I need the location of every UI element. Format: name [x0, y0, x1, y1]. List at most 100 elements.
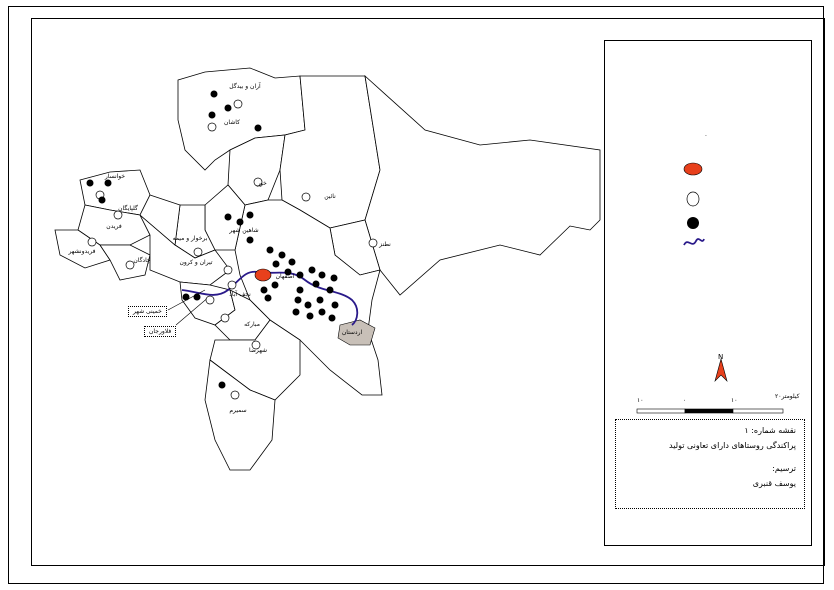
county-tiran	[139, 194, 181, 246]
village-marker	[210, 90, 218, 98]
drawn-by-label: ترسیم:	[772, 464, 796, 473]
village-marker	[86, 179, 94, 187]
village-marker	[104, 179, 112, 187]
legend-title: .	[705, 131, 707, 138]
county-center-marker	[251, 340, 261, 350]
village-marker	[224, 104, 232, 112]
county-center-marker	[253, 177, 263, 187]
village-marker	[246, 236, 254, 244]
county-center-marker	[220, 313, 230, 323]
village-marker	[208, 111, 216, 119]
village-marker	[193, 293, 201, 301]
scale-bar	[636, 408, 784, 414]
place-label: فریدن	[106, 223, 122, 230]
county-center-marker	[368, 238, 378, 248]
drawn-by-name: یوسف قنبری	[752, 479, 796, 488]
place-label: سمیرم	[229, 407, 246, 414]
legend-open-circle	[686, 191, 700, 207]
place-label: خوانسار	[104, 173, 126, 180]
scale-unit-label: کیلومتر۲۰	[775, 393, 800, 400]
village-marker	[254, 124, 262, 132]
village-marker	[318, 271, 326, 279]
county-center-marker	[125, 260, 135, 270]
village-marker	[312, 280, 320, 288]
village-marker	[224, 213, 232, 221]
county-center-marker	[207, 122, 217, 132]
village-marker	[218, 381, 226, 389]
north-arrow-icon	[714, 357, 728, 383]
legend-symbols	[683, 162, 705, 246]
county-center-marker	[301, 192, 311, 202]
village-marker	[264, 294, 272, 302]
gavkhouni-wetland	[337, 319, 376, 346]
map-info-box: نقشه شماره: ۱ پراکندگی روستاهای دارای تع…	[615, 419, 805, 509]
county-center-marker	[230, 390, 240, 400]
callout-label: خمینی شهر	[128, 306, 167, 317]
place-label: تیران و کرون	[179, 259, 212, 266]
county-center-marker	[87, 237, 97, 247]
place-label: آران و بیدگل	[229, 81, 261, 90]
county-center-marker	[227, 280, 237, 290]
place-label: گلپایگان	[118, 204, 138, 212]
north-label: N	[718, 353, 724, 361]
place-label: نجف آباد	[229, 289, 251, 298]
place-label: فریدونشهر	[68, 248, 96, 255]
place-label: شاهین شهر	[228, 227, 258, 234]
village-marker	[260, 286, 268, 294]
village-marker	[272, 260, 280, 268]
scale-tick: ۱۰	[637, 397, 644, 404]
place-label: اصفهان	[276, 273, 295, 280]
place-label: نائین	[324, 193, 336, 200]
scale-tick: ۰	[683, 397, 687, 404]
legend-filled-circle	[687, 217, 699, 229]
village-marker	[271, 281, 279, 289]
place-label: برخوار و میمه	[173, 235, 208, 242]
place-label: خور	[256, 180, 267, 187]
village-marker	[294, 296, 302, 304]
village-marker	[182, 293, 190, 301]
place-label: شهرضا	[249, 347, 267, 354]
village-marker	[246, 211, 254, 219]
legend-river-line	[683, 238, 705, 246]
county-chadegan	[99, 244, 151, 281]
river-line	[181, 270, 359, 326]
map-number: نقشه شماره: ۱	[744, 426, 796, 435]
village-marker	[318, 308, 326, 316]
village-marker	[304, 301, 312, 309]
callout-label: فلاورجان	[144, 326, 177, 337]
place-label: نطنز	[378, 241, 391, 248]
map-title: پراکندگی روستاهای دارای تعاونی تولید	[669, 441, 796, 450]
village-marker	[316, 296, 324, 304]
village-marker	[330, 274, 338, 282]
county-khur	[364, 74, 601, 296]
village-marker	[266, 246, 274, 254]
village-marker	[308, 266, 316, 274]
place-label: اردستان	[342, 329, 363, 336]
village-marker	[278, 251, 286, 259]
village-marker	[236, 218, 244, 226]
legend-panel: . N کیلومتر۲۰ ۱۰ ۰ ۱۰ نقشه شماره: ۱ پراک…	[604, 40, 812, 546]
village-marker	[288, 258, 296, 266]
place-label: کاشان	[224, 119, 240, 126]
village-marker	[306, 312, 314, 320]
village-marker	[331, 301, 339, 309]
village-marker	[296, 286, 304, 294]
callout-leader	[175, 295, 211, 326]
place-label: چادگان	[133, 256, 151, 264]
place-label: مبارکه	[244, 321, 260, 328]
village-marker	[296, 271, 304, 279]
county-center-marker	[113, 210, 123, 220]
map-frame	[31, 18, 825, 566]
village-marker	[328, 314, 336, 322]
county-center-marker	[233, 99, 243, 109]
village-marker	[326, 286, 334, 294]
village-marker	[98, 196, 106, 204]
village-marker	[292, 308, 300, 316]
legend-red-ellipse	[683, 162, 703, 176]
county-center-marker	[223, 265, 233, 275]
village-marker	[284, 268, 292, 276]
county-center-marker	[193, 247, 203, 257]
scale-tick: ۱۰	[731, 397, 738, 404]
provincial-center-marker	[254, 268, 272, 282]
